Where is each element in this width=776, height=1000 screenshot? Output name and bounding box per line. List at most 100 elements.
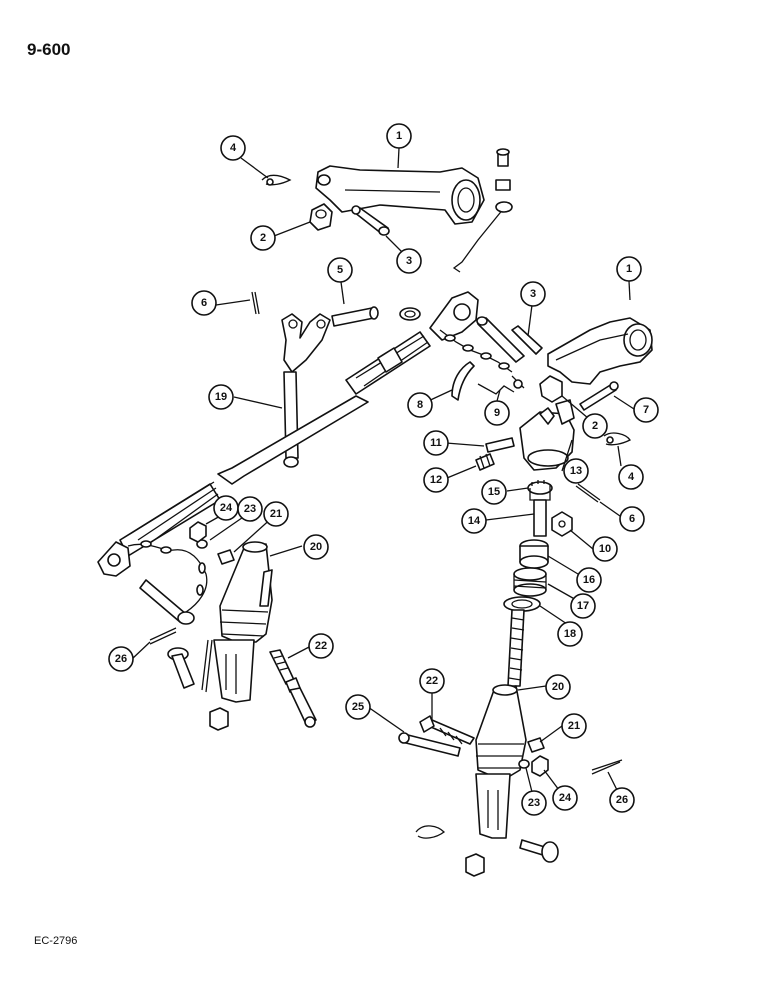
svg-text:18: 18 xyxy=(564,628,576,640)
svg-text:1: 1 xyxy=(396,130,402,142)
bolt-upper-right xyxy=(495,148,511,191)
nut-lower-left xyxy=(209,707,229,731)
pin-11 xyxy=(485,437,515,453)
svg-text:10: 10 xyxy=(599,543,611,555)
bolt-25 xyxy=(398,732,461,757)
clip-4-right xyxy=(603,432,631,446)
nut-10 xyxy=(551,511,573,537)
nut-lower-right xyxy=(465,853,485,877)
svg-text:6: 6 xyxy=(629,513,635,525)
leader-lines xyxy=(131,147,635,801)
callout-9: 9 xyxy=(484,400,510,426)
callout-3-upper: 3 xyxy=(396,248,422,274)
link-9 xyxy=(477,375,525,395)
callout-23-left: 23 xyxy=(237,496,263,522)
svg-text:4: 4 xyxy=(628,471,635,483)
callout-10: 10 xyxy=(592,536,618,562)
chain-upper xyxy=(439,329,513,373)
thread-stub-left xyxy=(259,569,273,607)
lift-rod-housing-right xyxy=(475,684,527,839)
callout-8: 8 xyxy=(407,392,433,418)
pin-3-upper xyxy=(351,205,390,236)
pin-3-right xyxy=(476,316,543,363)
callout-22-right: 22 xyxy=(419,668,445,694)
callout-11: 11 xyxy=(423,430,449,456)
washer-18 xyxy=(503,596,541,612)
svg-text:16: 16 xyxy=(583,574,595,586)
svg-text:22: 22 xyxy=(315,640,327,652)
gear-15 xyxy=(527,480,553,501)
callout-1-upper: 1 xyxy=(386,123,412,149)
svg-text:20: 20 xyxy=(310,541,322,553)
callout-23-right: 23 xyxy=(521,790,547,816)
svg-text:22: 22 xyxy=(426,675,438,687)
svg-text:9: 9 xyxy=(494,407,500,419)
svg-text:1: 1 xyxy=(626,263,632,275)
pin-5 xyxy=(331,306,421,327)
svg-text:15: 15 xyxy=(488,486,500,498)
callout-2-right: 2 xyxy=(582,413,608,439)
svg-text:24: 24 xyxy=(559,792,572,804)
svg-text:25: 25 xyxy=(352,701,364,713)
spring-8 xyxy=(451,361,475,401)
svg-text:8: 8 xyxy=(417,399,423,411)
callout-21-left: 21 xyxy=(263,501,289,527)
bolt-22-right xyxy=(419,715,475,745)
fitting-21-left xyxy=(217,549,235,565)
callout-3-right: 3 xyxy=(520,281,546,307)
svg-text:26: 26 xyxy=(115,653,127,665)
callout-6-right: 6 xyxy=(619,506,645,532)
svg-text:2: 2 xyxy=(260,232,266,244)
svg-text:26: 26 xyxy=(616,794,628,806)
callout-16: 16 xyxy=(576,567,602,593)
svg-text:20: 20 xyxy=(552,681,564,693)
svg-text:23: 23 xyxy=(528,797,540,809)
svg-text:3: 3 xyxy=(406,255,412,267)
svg-text:6: 6 xyxy=(201,297,207,309)
clip-lower-right xyxy=(415,825,445,839)
svg-text:13: 13 xyxy=(570,465,582,477)
svg-text:4: 4 xyxy=(230,142,237,154)
callout-6-upper: 6 xyxy=(191,290,217,316)
lift-rod-housing-left xyxy=(201,541,273,703)
svg-text:14: 14 xyxy=(468,515,481,527)
svg-text:11: 11 xyxy=(430,437,442,449)
callout-15: 15 xyxy=(481,479,507,505)
lift-arm-upper xyxy=(315,165,485,225)
svg-text:3: 3 xyxy=(530,288,536,300)
svg-text:24: 24 xyxy=(220,502,233,514)
callout-22-left: 22 xyxy=(308,633,334,659)
callout-25: 25 xyxy=(345,694,371,720)
pin-lower-far-left xyxy=(167,647,195,689)
callout-2-upper: 2 xyxy=(250,225,276,251)
pin-lower-eye xyxy=(139,579,195,625)
svg-text:7: 7 xyxy=(643,404,649,416)
svg-text:12: 12 xyxy=(430,474,442,486)
drawing-code: EC-2796 xyxy=(34,935,78,947)
callout-7: 7 xyxy=(633,397,659,423)
svg-text:23: 23 xyxy=(244,503,256,515)
page-number: 9-600 xyxy=(27,40,71,59)
callout-12: 12 xyxy=(423,467,449,493)
callout-20-right: 20 xyxy=(545,674,571,700)
callout-17: 17 xyxy=(570,593,596,619)
top-link-assembly xyxy=(97,291,479,577)
callout-13: 13 xyxy=(563,458,589,484)
callout-21-right: 21 xyxy=(561,713,587,739)
lift-arm-right xyxy=(547,317,653,385)
cotter-6-upper xyxy=(251,291,260,315)
callout-26-right: 26 xyxy=(609,787,635,813)
svg-text:21: 21 xyxy=(270,508,282,520)
cotter-26-left xyxy=(149,627,177,645)
gearbox-13 xyxy=(519,399,575,471)
callout-26-left: 26 xyxy=(108,646,134,672)
svg-text:2: 2 xyxy=(592,420,598,432)
bolt-22-left xyxy=(269,649,301,693)
pin-lower-right xyxy=(519,839,559,863)
cotter-6-right xyxy=(575,483,601,503)
callout-14: 14 xyxy=(461,508,487,534)
chain-lower xyxy=(127,540,208,613)
pin-2-right xyxy=(539,375,563,403)
callout-20-left: 20 xyxy=(303,534,329,560)
